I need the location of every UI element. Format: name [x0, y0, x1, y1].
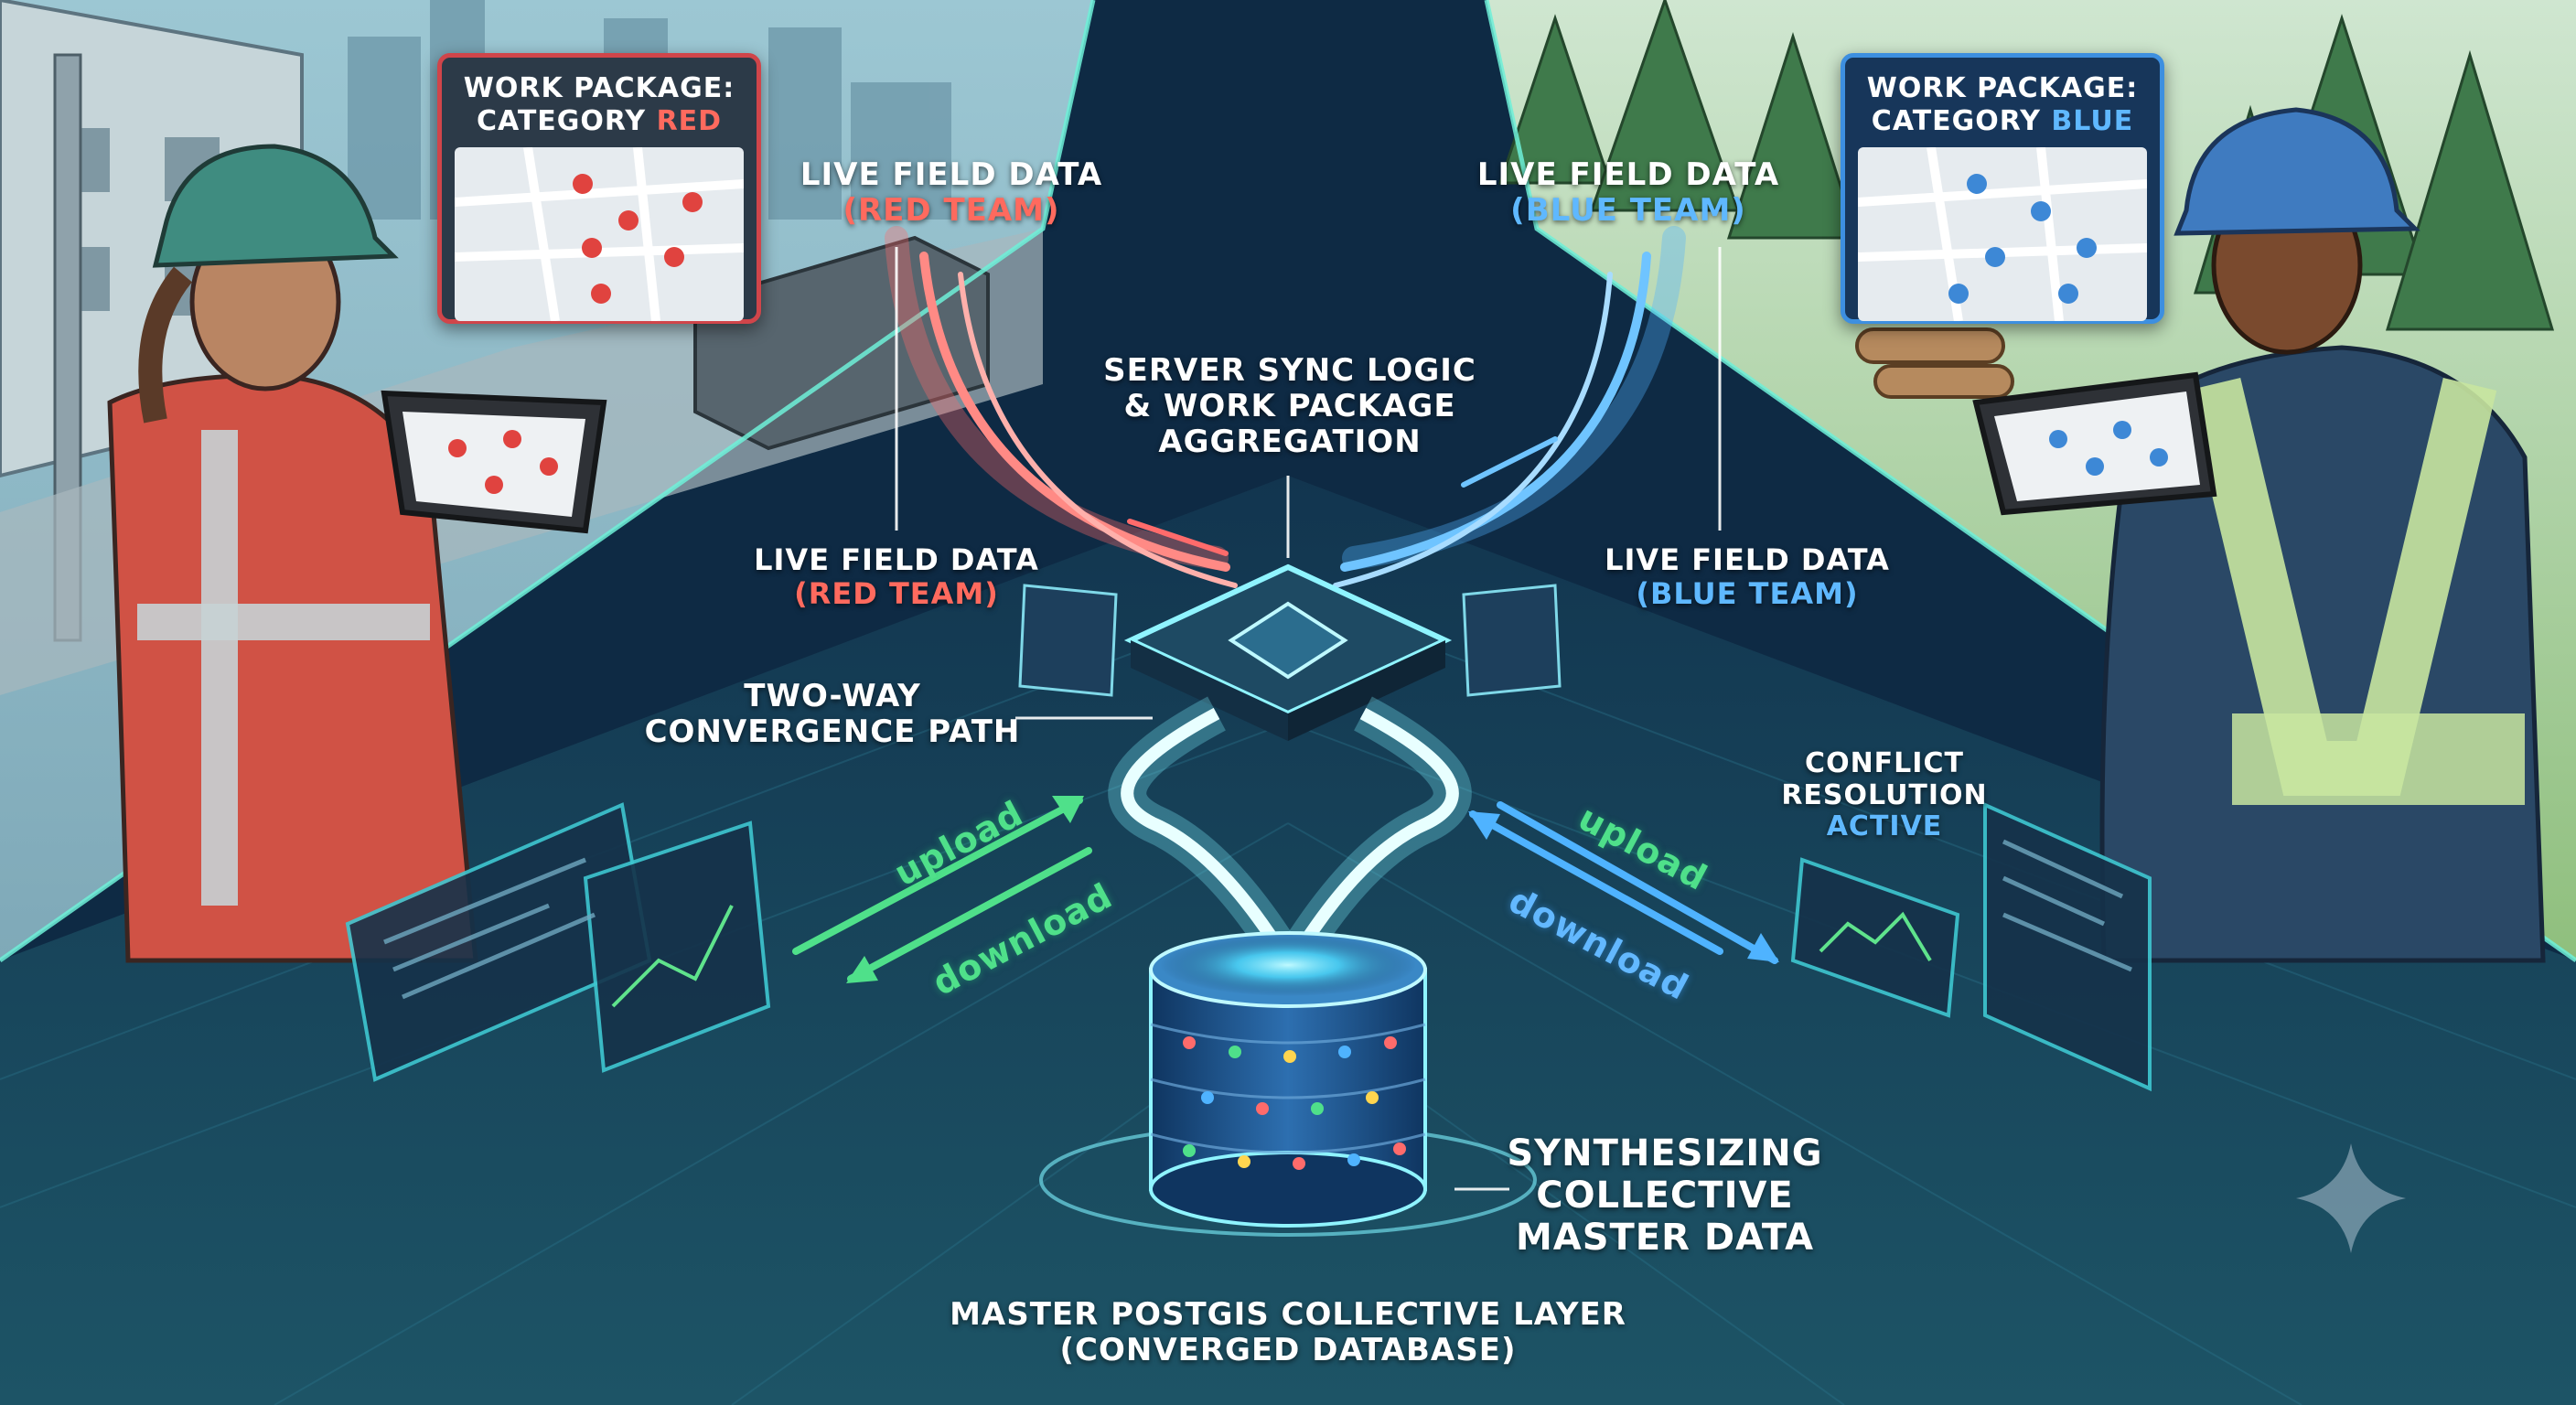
label-live-data-red-top: LIVE FIELD DATA (RED TEAM) — [778, 157, 1125, 229]
label-live-data-blue-top: LIVE FIELD DATA (BLUE TEAM) — [1454, 157, 1802, 229]
blue-worker-tablet — [1976, 375, 2214, 512]
work-package-card-blue: WORK PACKAGE: CATEGORY BLUE — [1841, 53, 2164, 324]
red-worker-tablet — [384, 393, 604, 531]
card-blue-header: WORK PACKAGE: CATEGORY BLUE — [1845, 58, 2160, 147]
card-red-map — [455, 147, 744, 321]
red-map-graphic — [455, 147, 744, 321]
card-red-header: WORK PACKAGE: CATEGORY RED — [442, 58, 757, 147]
work-package-card-red: WORK PACKAGE: CATEGORY RED — [437, 53, 761, 324]
label-live-data-red-mid: LIVE FIELD DATA (RED TEAM) — [723, 543, 1070, 611]
card-red-title: WORK PACKAGE: — [451, 72, 747, 105]
label-live-data-blue-mid: LIVE FIELD DATA (BLUE TEAM) — [1573, 543, 1921, 611]
label-synthesizing: SYNTHESIZING COLLECTIVE MASTER DATA — [1500, 1132, 1830, 1259]
label-master-postgis: MASTER POSTGIS COLLECTIVE LAYER (CONVERG… — [922, 1297, 1654, 1368]
label-two-way-path: TWO-WAY CONVERGENCE PATH — [640, 679, 1025, 750]
blue-map-graphic — [1858, 147, 2147, 321]
label-conflict-resolution: CONFLICT RESOLUTION ACTIVE — [1756, 748, 2012, 843]
card-blue-category: CATEGORY BLUE — [1854, 105, 2151, 138]
log-pile — [1857, 329, 2012, 397]
card-blue-title: WORK PACKAGE: — [1854, 72, 2151, 105]
label-server-sync: SERVER SYNC LOGIC & WORK PACKAGE AGGREGA… — [1070, 353, 1509, 460]
card-blue-map — [1858, 147, 2147, 321]
card-red-category: CATEGORY RED — [451, 105, 747, 138]
